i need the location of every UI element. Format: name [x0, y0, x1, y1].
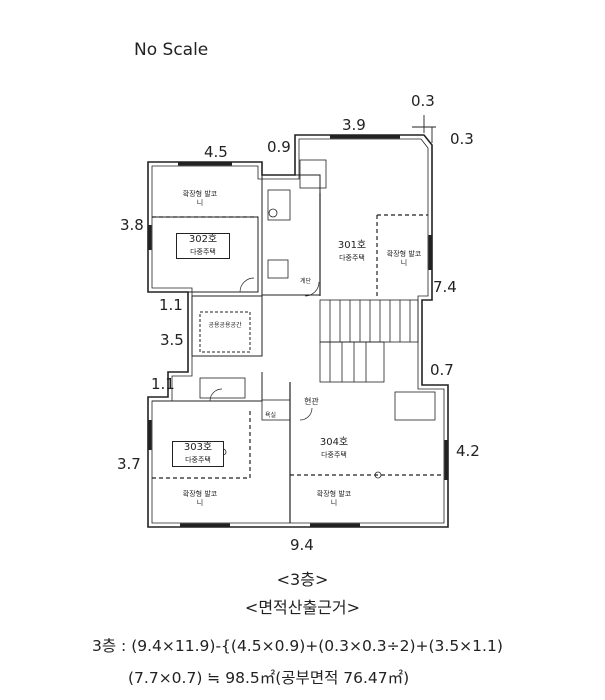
outer-wall	[147, 134, 449, 528]
unit-303-outline	[152, 410, 251, 479]
dim-right-7-4: 7.4	[433, 278, 457, 296]
shared-room-outline	[191, 295, 263, 357]
balcony-304-label: 확장형 발코니	[316, 490, 352, 507]
unit-304-type: 다중주택	[321, 451, 347, 459]
dim-top-0-3: 0.3	[411, 92, 435, 110]
unit-302-label: 302호 다중주택	[176, 233, 230, 259]
unit-303-number: 303호	[183, 442, 213, 453]
balcony-302-label: 확장형 발코니	[182, 190, 218, 207]
dim-left-1-1-lower: 1.1	[151, 375, 175, 393]
dim-right-0-3: 0.3	[450, 130, 474, 148]
unit-304-number: 304호	[319, 437, 349, 448]
floor-plan	[147, 115, 449, 528]
stair-label: 계단	[300, 278, 312, 285]
scale-note: No Scale	[134, 40, 209, 60]
unit-301-type: 다중주택	[339, 254, 365, 262]
dim-left-1-1-upper: 1.1	[159, 296, 183, 314]
area-basis-label: <면적산출근거>	[244, 598, 361, 617]
dim-bottom-9-4: 9.4	[290, 536, 314, 554]
balcony-301-label: 확장형 발코니	[386, 250, 422, 267]
dim-right-4-2: 4.2	[456, 442, 480, 460]
unit-301-number: 301호	[337, 240, 367, 251]
area-calc-line-2: (7.7×0.7) ≒ 98.5㎡(공부면적 76.47㎡)	[128, 669, 410, 687]
balcony-303-label: 확장형 발코니	[182, 490, 218, 507]
dim-left-3-7: 3.7	[117, 455, 141, 473]
floor-label: <3층>	[276, 570, 329, 589]
dim-top-4-5: 4.5	[204, 143, 228, 161]
dim-left-3-5: 3.5	[160, 331, 184, 349]
unit-302-number: 302호	[188, 234, 218, 245]
staircase	[319, 299, 419, 383]
shared-room-label: 공용공용공간	[208, 322, 242, 329]
unit-303-label: 303호 다중주택	[172, 441, 224, 467]
unit-301-label: 301호 다중주택	[330, 240, 374, 264]
dim-top-3-9: 3.9	[342, 116, 366, 134]
unit-302-type: 다중주택	[190, 248, 216, 256]
unit-304-label: 304호 다중주택	[312, 437, 356, 461]
dim-left-3-8: 3.8	[120, 216, 144, 234]
dim-top-0-9: 0.9	[267, 138, 291, 156]
bath-label: 욕실	[265, 412, 277, 419]
dim-right-0-7: 0.7	[430, 361, 454, 379]
area-calc-line-1: 3층 : (9.4×11.9)-{(4.5×0.9)+(0.3×0.3÷2)+(…	[92, 637, 503, 655]
core-block	[261, 174, 321, 296]
unit-303-type: 다중주택	[185, 456, 211, 464]
hall-label: 현관	[304, 397, 319, 406]
